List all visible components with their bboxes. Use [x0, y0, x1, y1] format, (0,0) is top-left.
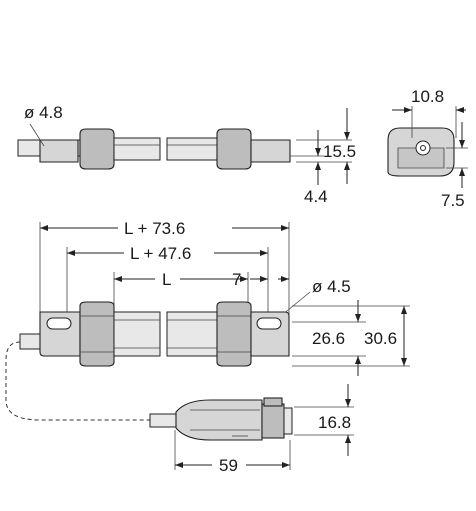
- connector-nut: [261, 403, 285, 439]
- top-profile-view: ø 4.8 15.5 4.4: [17, 103, 356, 206]
- hole-diameter-label: ø 4.5: [312, 277, 351, 296]
- end-view: 10.8 7.5: [387, 87, 468, 210]
- cable-dashed-path: [5, 341, 150, 421]
- connector-view: 16.8 59: [5, 341, 354, 475]
- connector-pin-housing: [283, 407, 293, 435]
- top-left-sleeve: [79, 128, 115, 170]
- top-right-sleeve: [216, 128, 252, 170]
- height-outer-label: 30.6: [364, 329, 397, 348]
- height-inner-label: 26.6: [312, 329, 345, 348]
- front-tube-left: [113, 311, 161, 357]
- front-left-sleeve: [79, 301, 115, 367]
- front-right-sleeve: [216, 301, 252, 367]
- side-width-label: 10.8: [411, 87, 444, 106]
- top-offset-label: 4.4: [304, 187, 328, 206]
- length-total-label: L + 73.6: [124, 219, 185, 238]
- connector-length-label: 59: [219, 456, 238, 475]
- top-tube-right: [166, 137, 218, 161]
- hole-offset-label: 7: [232, 270, 241, 289]
- side-offset-label: 7.5: [441, 191, 465, 210]
- length-l-label: L: [162, 270, 171, 289]
- front-tube-right: [166, 311, 218, 357]
- length-mid-label: L + 47.6: [130, 244, 191, 263]
- top-right-block: [250, 139, 291, 163]
- right-mount-hole: [256, 317, 282, 330]
- top-height-label: 15.5: [323, 142, 356, 161]
- top-tube-left: [113, 137, 161, 161]
- connector-cable: [149, 413, 177, 428]
- left-mount-hole: [46, 317, 72, 330]
- top-left-block: [39, 139, 79, 163]
- connector-height-label: 16.8: [318, 413, 351, 432]
- top-cable-diameter-label: ø 4.8: [24, 103, 63, 122]
- front-view: L + 73.6 L + 47.6 L 7 ø 4.5: [19, 219, 410, 376]
- connector-body: [175, 399, 263, 441]
